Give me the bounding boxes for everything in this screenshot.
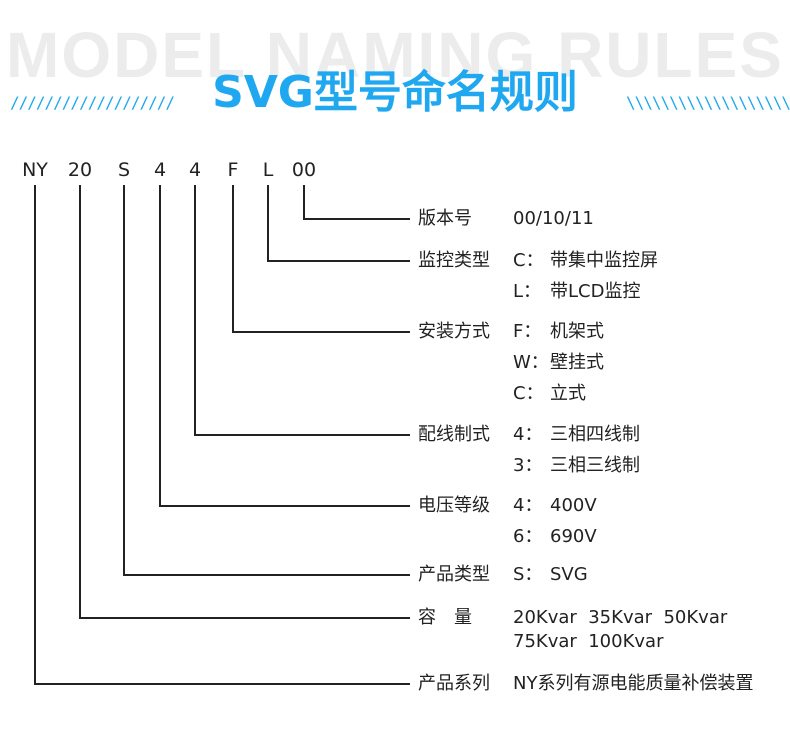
field-label: 安装方式 (418, 321, 490, 342)
option-value: 壁挂式 (550, 352, 604, 373)
option-key: 6： (513, 526, 543, 547)
code-part-6: F (227, 159, 239, 181)
connector-line-6 (123, 185, 410, 576)
connector-line-4 (194, 185, 410, 436)
option-value: 20Kvar 35Kvar 50Kvar (513, 607, 728, 628)
connector-line-7 (79, 185, 410, 619)
option-value: 带集中监控屏 (550, 250, 658, 271)
page-title: SVG型号命名规则 (212, 67, 578, 118)
connector-line-2 (267, 185, 410, 262)
option-value: 三相三线制 (550, 455, 640, 476)
field-label: 产品系列 (418, 673, 490, 694)
option-value: 400V (550, 495, 597, 516)
option-key: C： (513, 383, 544, 404)
option-key: C： (513, 250, 544, 271)
code-part-8: 00 (291, 159, 317, 181)
code-part-2: 20 (67, 159, 93, 181)
option-value: SVG (550, 564, 588, 585)
connector-line-5 (159, 185, 410, 507)
code-part-3: S (117, 159, 131, 181)
code-part-5: 4 (188, 159, 202, 181)
option-value: 立式 (550, 383, 586, 404)
code-part-1: NY (22, 159, 48, 181)
decoration-right: \\\\\\\\\\\\\\\\\\\\ (626, 93, 790, 112)
option-value: 690V (550, 526, 597, 547)
option-key: F： (513, 321, 542, 342)
watermark-text: MODEL NAMING RULES (6, 19, 784, 91)
decoration-left: /////////////////// (10, 93, 175, 112)
field-label: 配线制式 (418, 424, 490, 445)
code-part-7: L (262, 159, 274, 181)
option-key: 3： (513, 455, 543, 476)
option-value: 三相四线制 (550, 424, 640, 445)
connector-line-3 (232, 185, 410, 333)
code-part-4: 4 (153, 159, 167, 181)
option-key: 4： (513, 424, 543, 445)
connector-line-1 (303, 185, 410, 220)
option-key: L： (513, 281, 542, 302)
option-key: S： (513, 564, 543, 585)
option-value: 75Kvar 100Kvar (513, 631, 664, 652)
option-key: W： (513, 352, 549, 373)
field-label: 版本号 (418, 208, 472, 229)
option-value: 00/10/11 (513, 208, 594, 229)
option-value: 带LCD监控 (550, 281, 641, 302)
connector-line-8 (34, 185, 410, 685)
option-value: NY系列有源电能质量补偿装置 (513, 673, 754, 694)
field-label: 容 量 (418, 607, 472, 628)
field-label: 产品类型 (418, 564, 490, 585)
option-value: 机架式 (550, 321, 604, 342)
option-key: 4： (513, 495, 543, 516)
field-label: 监控类型 (418, 250, 490, 271)
field-label: 电压等级 (418, 495, 490, 516)
